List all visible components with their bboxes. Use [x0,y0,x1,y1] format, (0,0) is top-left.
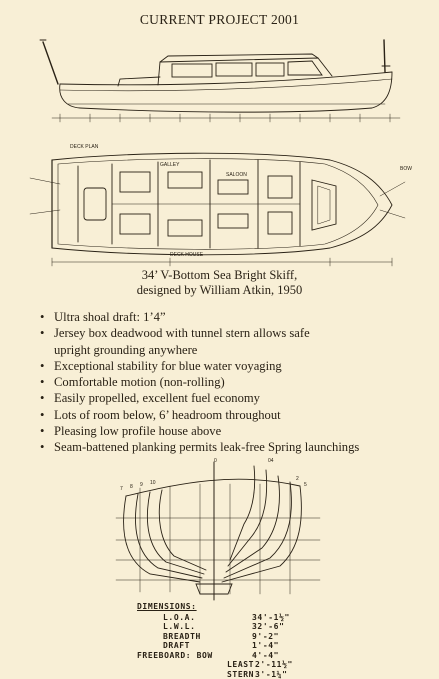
plan-drawing [30,153,405,266]
svg-text:10: 10 [150,480,156,486]
svg-text:SALOON: SALOON [226,172,247,178]
caption-line-2: designed by William Atkin, 1950 [0,283,439,298]
svg-text:DECK HOUSE: DECK HOUSE [170,252,204,258]
dimension-value: 3'-1¼" [255,670,288,679]
feature-text: Pleasing low profile house above [54,424,221,438]
dimension-label: LEAST [227,660,254,670]
dimension-row: BREADTH 9'-2" [137,632,307,642]
caption-line-1: 34’ V-Bottom Sea Bright Skiff, [0,268,439,283]
dimension-value: 4'-4" [252,651,279,661]
feature-list: Ultra shoal draft: 1’4” Jersey box deadw… [40,309,430,456]
dimension-row: FREEBOARD: BOW 4'-4" [137,651,307,661]
dimension-row: DRAFT 1'-4" [137,641,307,651]
dimension-value: 32'-6" [252,622,285,632]
svg-text:9: 9 [140,482,143,488]
svg-text:7: 7 [120,486,123,492]
svg-text:GALLEY: GALLEY [160,162,180,168]
dimension-row: LEAST 2'-11½" [137,660,307,670]
feature-item: Pleasing low profile house above [40,423,430,439]
feature-text: Ultra shoal draft: 1’4” [54,310,166,324]
feature-item: Exceptional stability for blue water voy… [40,358,430,374]
feature-text: Jersey box deadwood with tunnel stern al… [54,325,430,341]
svg-text:04: 04 [268,458,274,464]
svg-text:DECK PLAN: DECK PLAN [70,144,99,150]
dimension-label: BREADTH [163,632,201,642]
dimension-value: 9'-2" [252,632,279,642]
feature-text-continued: upright grounding anywhere [54,342,430,358]
svg-text:5: 5 [304,482,307,488]
svg-text:BOW: BOW [400,166,412,172]
feature-text: Easily propelled, excellent fuel economy [54,391,260,405]
feature-text: Lots of room below, 6’ headroom througho… [54,408,281,422]
dimension-row: L.O.A. 34'-1½" [137,613,307,623]
body-plan-drawing [116,462,320,600]
feature-item: Easily propelled, excellent fuel economy [40,390,430,406]
dimension-value: 2'-11½" [255,660,293,670]
feature-text: Comfortable motion (non-rolling) [54,375,225,389]
dimension-label: L.W.L. [163,622,196,632]
feature-item: Jersey box deadwood with tunnel stern al… [40,325,430,358]
feature-text: Exceptional stability for blue water voy… [54,359,282,373]
svg-text:2: 2 [296,476,299,482]
feature-item: Lots of room below, 6’ headroom througho… [40,407,430,423]
dimension-label: DRAFT [163,641,190,651]
svg-text:0: 0 [214,458,217,464]
dimension-label: STERN [227,670,254,679]
dimensions-table: DIMENSIONS: L.O.A. 34'-1½" L.W.L. 32'-6"… [137,602,307,679]
drawing-caption: 34’ V-Bottom Sea Bright Skiff, designed … [0,268,439,298]
profile-drawing [40,40,400,122]
dimension-row: L.W.L. 32'-6" [137,622,307,632]
feature-item: Comfortable motion (non-rolling) [40,374,430,390]
dimension-value: 34'-1½" [252,613,290,623]
feature-text: Seam-battened planking permits leak-free… [54,440,359,454]
dimension-value: 1'-4" [252,641,279,651]
svg-text:8: 8 [130,484,133,490]
dimension-row: STERN 3'-1¼" [137,670,307,679]
feature-item: Seam-battened planking permits leak-free… [40,439,430,455]
dimension-label: FREEBOARD: BOW [137,651,213,661]
dimension-label: L.O.A. [163,613,196,623]
feature-item: Ultra shoal draft: 1’4” [40,309,430,325]
dimensions-heading: DIMENSIONS: [137,602,307,612]
